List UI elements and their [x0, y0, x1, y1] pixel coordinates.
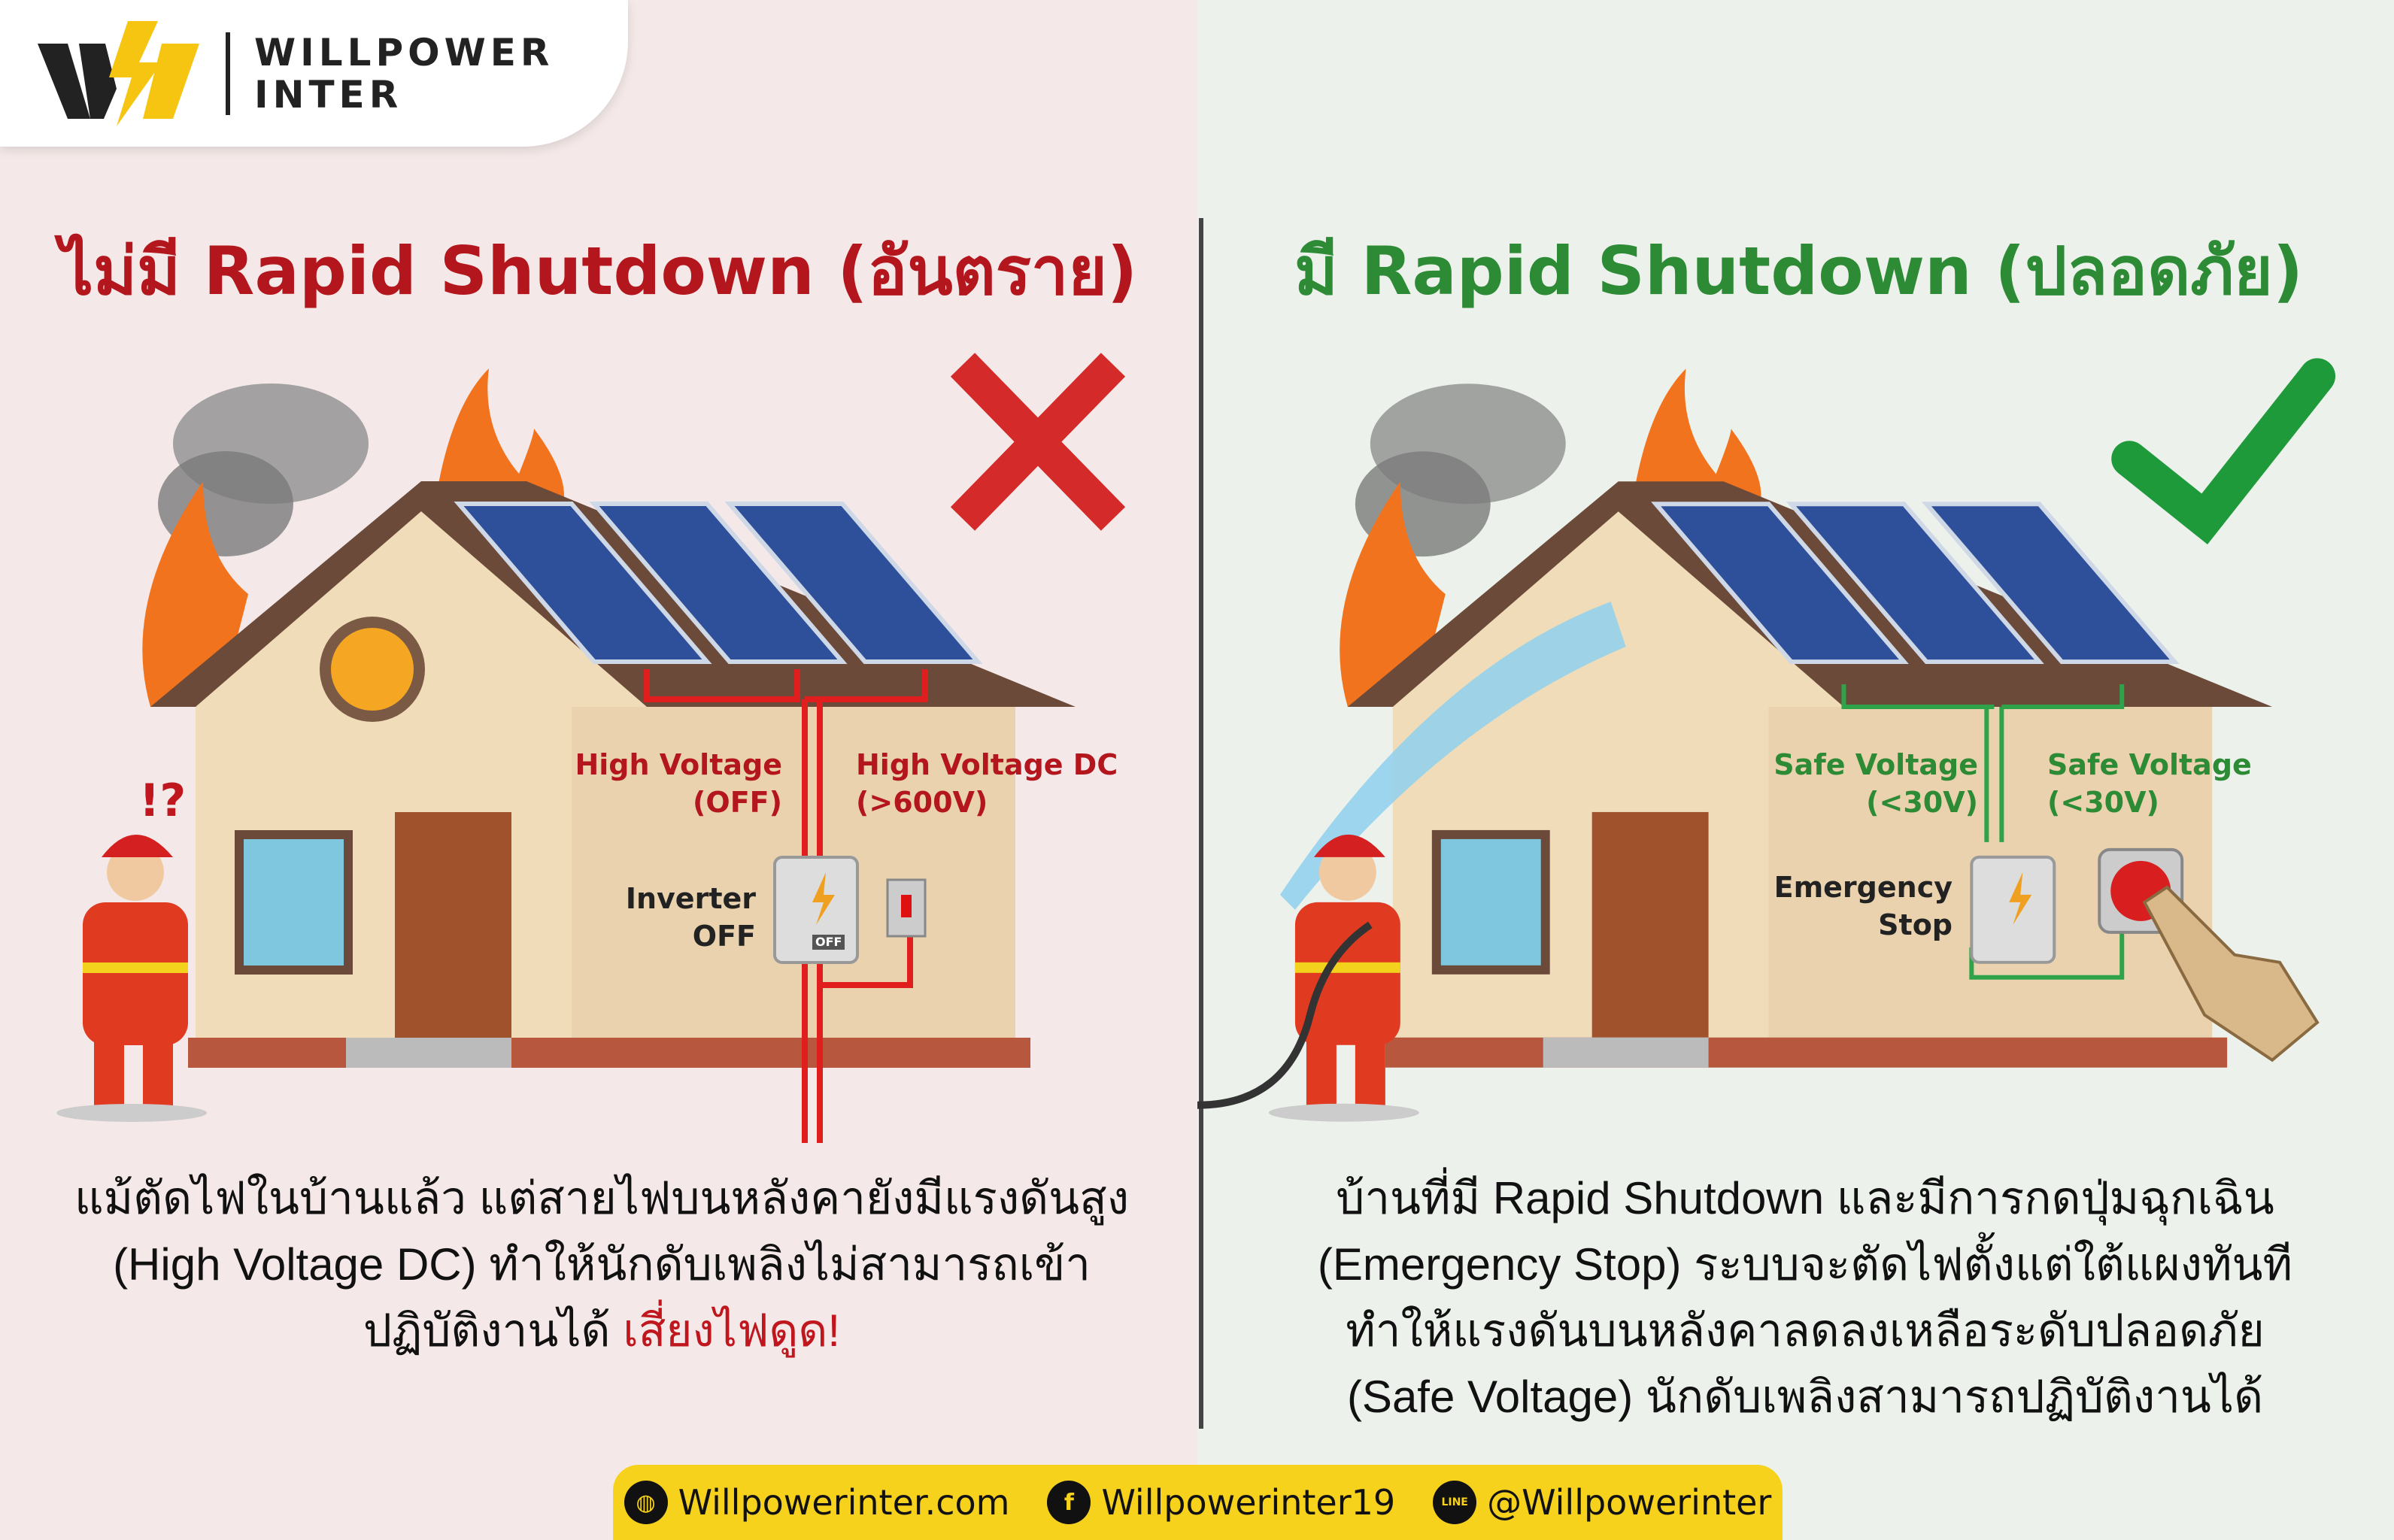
line-link[interactable]: LINE@Willpowerinter [1433, 1481, 1771, 1524]
caption-text: ปฏิบัติงานได้ [363, 1305, 624, 1356]
brand-name: WILLPOWER INTER [254, 32, 554, 116]
facebook-icon: f [1047, 1481, 1091, 1524]
caption-line: (Emergency Stop) ระบบจะตัดไฟตั้งแต่ใต้แผ… [1317, 1239, 2293, 1290]
divider [1199, 218, 1203, 1429]
right-title: มี Rapid Shutdown (ปลอดภัย) [1294, 232, 2304, 310]
electrocution-warning: เสี่ยงไฟดูด! [623, 1305, 841, 1356]
window [235, 830, 353, 975]
door [395, 812, 511, 1038]
facebook-text: Willpowerinter19 [1101, 1482, 1396, 1523]
window [1431, 829, 1550, 975]
left-caption: แม้ตัดไฟในบ้านแล้ว แต่สายไฟบนหลังคายังมี… [45, 1166, 1158, 1364]
firefighter-icon [56, 835, 207, 1122]
willpower-logo-icon [38, 20, 199, 126]
inverter-screen: OFF [812, 935, 845, 950]
confused-mark: !? [139, 775, 187, 827]
hand-pointer-icon [2142, 885, 2320, 1063]
house-fire-with-shutdown-illustration [1197, 358, 2336, 1122]
caption-line: แม้ตัดไฟในบ้านแล้ว แต่สายไฟบนหลังคายังมี… [74, 1173, 1130, 1223]
water-spray-icon [1279, 602, 1626, 910]
right-caption: บ้านที่มี Rapid Shutdown และมีการกดปุ่มฉ… [1264, 1166, 2347, 1430]
high-voltage-dc-label: High Voltage DC(>600V) [856, 748, 1118, 819]
logo-separator [226, 32, 230, 115]
line-text: @Willpowerinter [1487, 1482, 1772, 1523]
door [1591, 811, 1709, 1038]
caption-line: ปฏิบัติงานได้ เสี่ยงไฟดูด! [45, 1298, 1158, 1364]
line-icon: LINE [1433, 1481, 1477, 1524]
left-title: ไม่มี Rapid Shutdown (อันตราย) [59, 232, 1138, 310]
website-text: Willpowerinter.com [678, 1482, 1010, 1523]
firefighter-icon [1197, 834, 1419, 1122]
caption-line: (High Voltage DC) ทำให้นักดับเพลิงไม่สาม… [113, 1239, 1091, 1290]
solar-panels-icon [454, 502, 983, 664]
globe-icon: ◍ [624, 1481, 668, 1524]
high-voltage-off-label: High Voltage(OFF) [575, 748, 782, 819]
red-x-icon [950, 353, 1126, 531]
inverter-icon [1970, 855, 2056, 964]
brand-name-line1: WILLPOWER [254, 30, 554, 74]
brand-name-line2: INTER [254, 72, 403, 117]
caption-line: บ้านที่มี Rapid Shutdown และมีการกดปุ่มฉ… [1336, 1173, 2274, 1223]
solar-panels-icon [1651, 502, 2180, 665]
brand-logo: WILLPOWER INTER [0, 0, 628, 147]
safe-voltage-label-2: Safe Voltage(<30V) [2047, 748, 2252, 819]
house-fire-no-shutdown-illustration [56, 353, 1126, 1143]
safe-voltage-wires [1841, 684, 2125, 980]
caption-line: (Safe Voltage) นักดับเพลิงสามารถปฏิบัติง… [1346, 1372, 2264, 1422]
website-link[interactable]: ◍Willpowerinter.com [624, 1481, 1010, 1524]
safe-voltage-label-1: Safe Voltage(<30V) [1774, 748, 1978, 819]
caption-line: ทำให้แรงดันบนหลังคาลดลงเหลือระดับปลอดภัย [1346, 1305, 2265, 1356]
